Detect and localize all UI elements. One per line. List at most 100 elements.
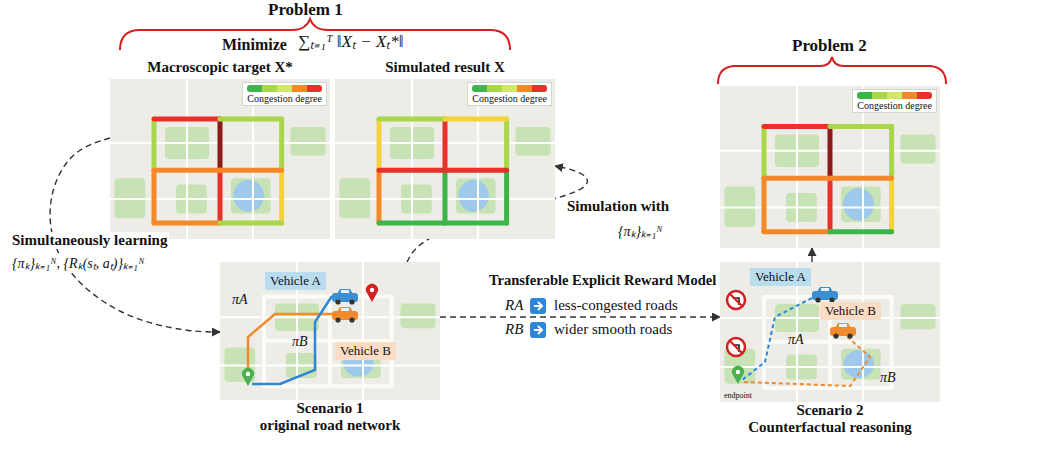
vehicle-box: Vehicle B <box>335 342 396 360</box>
main-road <box>830 386 892 390</box>
colorbar-step <box>472 85 487 92</box>
map-ground <box>110 79 330 239</box>
colorbar-step <box>902 92 917 99</box>
colorbar-step <box>857 92 872 99</box>
map-panel: Macroscopic target X* Congestion degree <box>110 58 330 239</box>
map-panel: Scenario 1original road networkVehicle A… <box>220 262 440 435</box>
annotation-text: less-congested roads <box>552 297 680 314</box>
main-road <box>330 384 392 388</box>
congestion-road <box>764 176 830 181</box>
car-icon <box>817 287 833 292</box>
route-line <box>744 332 870 386</box>
car-wheel <box>833 333 838 338</box>
congestion-road <box>379 117 445 122</box>
annotation-text: {πₖ}ₖ₌₁ᴺ <box>616 224 665 240</box>
map-panel: Simulated result X Congestion degree <box>335 58 555 239</box>
vehicle-box: Vehicle A <box>750 268 811 286</box>
congestion-legend: Congestion degree <box>242 82 327 106</box>
car-icon <box>337 307 353 312</box>
congestion-road <box>220 117 282 122</box>
main-road <box>390 297 394 341</box>
annotation-text: Problem 1 <box>268 0 343 20</box>
annotation-text: wider smooth roads <box>552 321 674 338</box>
dashed-connector <box>811 248 812 262</box>
vehicle-box: Vehicle B <box>820 302 881 320</box>
car-window <box>821 288 829 291</box>
annotation-text: ∑ₜ₌₁ᵀ ‖Xₜ − Xₜ*‖ <box>298 32 404 52</box>
congestion-road <box>504 170 509 223</box>
problem-bracket <box>718 57 946 84</box>
colorbar-step <box>872 92 887 99</box>
congestion-road <box>279 119 284 170</box>
lake <box>843 188 874 220</box>
park-area <box>231 178 271 213</box>
arrow-icon <box>534 326 542 334</box>
panel-heading: Simulated result X <box>335 58 555 76</box>
car-wheel <box>335 299 340 304</box>
main-road <box>262 341 266 387</box>
minor-road <box>796 86 798 248</box>
map-area: Congestion degree <box>720 86 940 248</box>
edge-label: Simultaneously learning <box>10 232 169 249</box>
car-wheel <box>335 317 340 322</box>
congestion-road <box>504 119 509 170</box>
no-turn-sign <box>730 341 742 353</box>
annotation-text: πB <box>880 370 896 386</box>
congestion-road <box>443 170 448 223</box>
congestion-road <box>445 168 507 173</box>
lake <box>458 180 489 212</box>
car-window <box>839 324 847 327</box>
legend-title: Congestion degree <box>472 93 547 104</box>
map-panel: Congestion degree <box>720 86 940 248</box>
congestion-road <box>154 168 220 173</box>
congestion-legend: Congestion degree <box>852 89 937 113</box>
congestion-road <box>830 176 892 181</box>
car-icon <box>835 323 851 328</box>
car-window <box>341 290 349 293</box>
congestion-road <box>220 168 282 173</box>
congestion-road <box>830 124 892 129</box>
annotation-text: endpoint <box>724 391 752 400</box>
map-ground <box>720 86 940 248</box>
park-area <box>290 127 325 156</box>
scenario-caption: Scenario 2 <box>720 402 940 419</box>
map-pin <box>242 368 254 386</box>
arrow-icon <box>530 322 546 338</box>
no-turn-sign <box>727 291 745 309</box>
vehicle-box: Vehicle A <box>265 272 326 290</box>
park-area <box>841 349 881 380</box>
edge-label: Simulation with <box>565 198 671 215</box>
route-line <box>252 296 332 384</box>
park-area <box>456 178 496 213</box>
park-area <box>400 303 435 328</box>
colorbar-step <box>502 85 517 92</box>
no-turn-sign <box>727 338 745 356</box>
annotation-text: {πₖ}ₖ₌₁ᴺ, {Rₖ(sₜ, aₜ)}ₖ₌₁ᴺ <box>10 256 146 272</box>
park-area <box>900 135 935 164</box>
vehicle-name: Vehicle B <box>825 303 876 318</box>
lake <box>233 180 264 212</box>
annotation-text: Problem 2 <box>792 36 867 56</box>
minor-road <box>186 79 188 239</box>
scenario-caption: original road network <box>220 417 440 434</box>
vehicle-name: Vehicle A <box>270 273 321 288</box>
annotation-text: Minimize <box>222 36 287 54</box>
map-area: Congestion degree <box>335 79 555 239</box>
congestion-road <box>377 119 382 170</box>
map-area: Congestion degree <box>110 79 330 239</box>
congestion-road <box>218 119 223 170</box>
legend-title: Congestion degree <box>857 100 932 111</box>
congestion-road <box>218 170 223 223</box>
congestion-road <box>830 229 892 234</box>
car-window <box>341 308 349 311</box>
main-road <box>262 297 266 341</box>
route-line <box>248 314 332 378</box>
panel-heading: Macroscopic target X* <box>110 58 330 76</box>
park-area <box>841 186 881 222</box>
park-area <box>515 127 550 156</box>
congestion-road <box>279 170 284 223</box>
colorbar-step <box>307 85 322 92</box>
colorbar-step <box>517 85 532 92</box>
no-turn-sign <box>730 294 742 306</box>
congestion-road <box>154 117 220 122</box>
